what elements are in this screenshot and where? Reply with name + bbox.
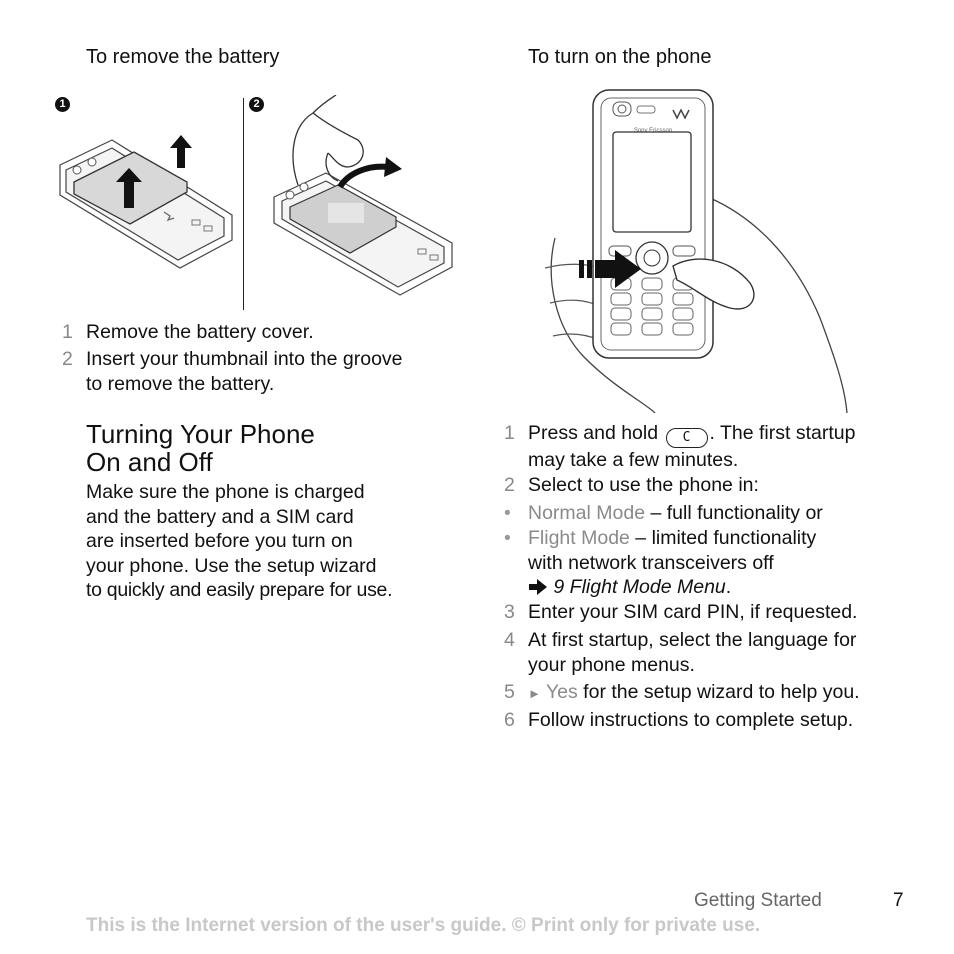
flight-mode-reference: 9 Flight Mode Menu bbox=[553, 576, 726, 598]
step-marker-1: 1 bbox=[55, 97, 70, 112]
remove-cover-illustration bbox=[59, 135, 233, 269]
turn-on-phone-illustration: Sony Ericsson bbox=[545, 89, 848, 413]
turn-on-step-5: 5► Yes for the setup wizard to help you. bbox=[504, 681, 860, 703]
footer-section-label: Getting Started bbox=[694, 890, 822, 911]
yes-term: Yes bbox=[545, 681, 578, 703]
bullet-normal-mode: •Normal Mode – full functionality or bbox=[504, 502, 823, 524]
phone-brand: Sony Ericsson bbox=[634, 128, 672, 134]
flight-mode-term: Flight Mode bbox=[528, 527, 630, 549]
step-marker-2: 2 bbox=[249, 97, 264, 112]
intro-paragraph: Make sure the phone is charged and the b… bbox=[86, 481, 393, 601]
c-key-icon: C bbox=[665, 428, 708, 448]
internet-version-notice: This is the Internet version of the user… bbox=[86, 915, 761, 936]
section-title: Turning Your Phone On and Off bbox=[86, 419, 315, 477]
battery-heading: To remove the battery bbox=[86, 46, 280, 68]
illustration-divider bbox=[243, 98, 244, 310]
normal-mode-term: Normal Mode bbox=[528, 502, 646, 524]
turn-on-heading: To turn on the phone bbox=[528, 46, 712, 68]
page-number: 7 bbox=[893, 890, 904, 911]
select-arrow-icon: ► bbox=[528, 686, 541, 701]
reference-arrow-icon bbox=[528, 577, 548, 602]
remove-battery-illustration bbox=[273, 95, 453, 296]
